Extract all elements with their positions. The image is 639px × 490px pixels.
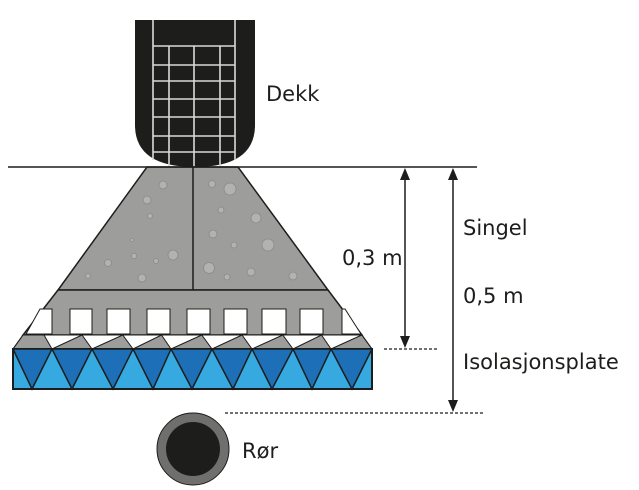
pebble [288, 271, 298, 281]
pebble [246, 267, 256, 277]
pebble [130, 252, 138, 260]
pebble [85, 273, 91, 279]
pipe-icon [156, 412, 230, 486]
pebble [158, 180, 168, 190]
dimension-arrow-0-3m [400, 168, 410, 348]
pebble [142, 195, 152, 205]
insulation-triangle [291, 348, 333, 391]
comb-window [146, 308, 171, 335]
pebble [208, 229, 218, 239]
comb-window [186, 308, 211, 335]
gravel-layer [56, 166, 330, 291]
pebble [137, 273, 147, 283]
label-tire: Dekk [266, 82, 320, 106]
label-insulation: Isolasjonsplate [463, 350, 619, 374]
pebble [147, 213, 153, 219]
label-pipe: Rør [242, 439, 279, 463]
pebble [167, 249, 179, 261]
pebble [223, 182, 237, 196]
pebble [129, 237, 135, 243]
pebble [223, 273, 231, 281]
pebble [153, 258, 159, 264]
insulation-triangle [131, 348, 173, 391]
dimension-arrow-0-5m [448, 168, 458, 412]
comb-window [261, 308, 287, 335]
pebble [208, 180, 216, 188]
comb-window [299, 308, 324, 335]
pebble [217, 206, 225, 214]
pebble [261, 238, 275, 252]
comb-window [25, 308, 53, 335]
label-depth-total: 0,5 m [463, 284, 524, 308]
pebble [104, 259, 112, 267]
insulation-triangle [250, 348, 295, 391]
label-gravel: Singel [463, 216, 528, 240]
distribution-comb [21, 289, 364, 336]
insulation-plate [11, 348, 374, 391]
insulation-triangle [11, 348, 54, 391]
insulation-triangle [210, 348, 254, 391]
comb-window [223, 308, 248, 335]
label-depth-gravel: 0,3 m [342, 246, 403, 270]
pebble [203, 262, 215, 274]
insulation-triangle [90, 348, 135, 391]
insulation-triangle [329, 348, 374, 391]
zigzag-row [12, 334, 373, 350]
pebble [230, 241, 238, 249]
comb-window [69, 308, 93, 335]
comb-window [106, 308, 131, 335]
insulation-triangle [169, 348, 214, 391]
tire-illustration [135, 20, 255, 167]
pebble [250, 212, 262, 224]
comb-window [341, 308, 362, 335]
insulation-triangle [50, 348, 94, 391]
